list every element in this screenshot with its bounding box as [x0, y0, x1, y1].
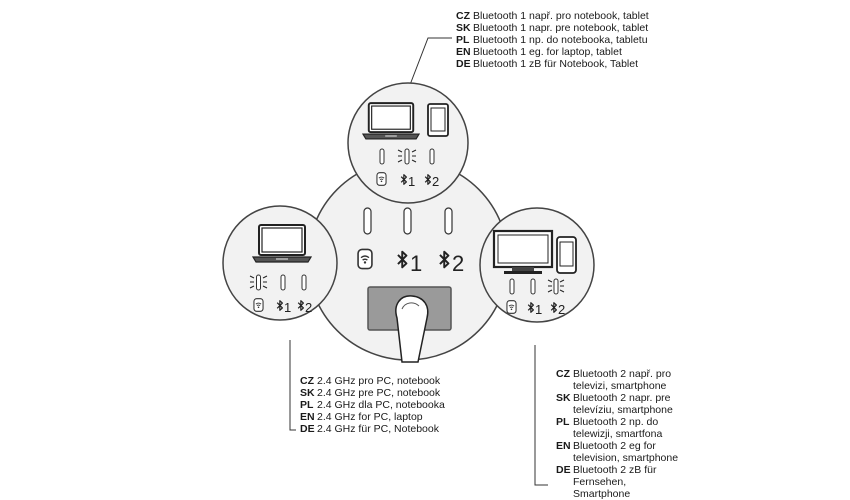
- lang-text: Bluetooth 2 eg for television, smartphon…: [573, 440, 679, 464]
- bt1-label: 1: [535, 302, 542, 317]
- blink-indicator: [547, 279, 565, 293]
- lang-code: DE: [556, 464, 571, 476]
- bt2-label: 2: [305, 300, 312, 315]
- device-circle-24ghz: 1 2: [222, 205, 338, 321]
- blink-indicator: [397, 149, 417, 163]
- device-circle-bt1: 1 2: [347, 82, 469, 204]
- monitor-icon: [492, 229, 554, 274]
- hub-bt2-label: 2: [452, 251, 464, 276]
- lang-code: PL: [300, 399, 314, 411]
- lang-text: Bluetooth 2 např. pro televizi, smartpho…: [573, 368, 672, 392]
- bt1-label: 1: [408, 174, 415, 189]
- laptop-icon: [362, 102, 420, 140]
- tablet-icon: [427, 103, 449, 137]
- lang-text: Bluetooth 2 np. do telewizji, smartfona: [573, 416, 663, 440]
- wireless-dongle-icon: [506, 300, 517, 314]
- lang-text: Bluetooth 2 napr. pre televíziu, smartph…: [573, 392, 673, 416]
- blink-indicator: [249, 275, 268, 289]
- smartphone-icon: [556, 236, 577, 274]
- lang-text: 2.4 GHz for PC, laptop: [317, 411, 423, 423]
- lang-text: 2.4 GHz dla PC, notebooka: [317, 399, 445, 411]
- callout-line-top: [407, 37, 452, 91]
- lang-code: EN: [556, 440, 571, 452]
- lang-text: 2.4 GHz pre PC, notebook: [317, 387, 441, 399]
- wireless-dongle-icon: [357, 248, 373, 270]
- lang-code: CZ: [300, 375, 314, 387]
- lang-code: SK: [456, 22, 471, 34]
- lang-code: PL: [456, 34, 470, 46]
- lang-text: Bluetooth 1 zB für Notebook, Tablet: [473, 58, 638, 70]
- lang-code: DE: [456, 58, 471, 70]
- lang-text: Bluetooth 1 např. pro notebook, tablet: [473, 10, 649, 22]
- callout-line-right: [534, 345, 548, 486]
- lang-text: Bluetooth 1 napr. pre notebook, tablet: [473, 22, 649, 34]
- wireless-dongle-icon: [376, 172, 387, 186]
- bt1-label: 1: [284, 300, 291, 315]
- bt2-label: 2: [558, 302, 565, 317]
- finger-icon: [395, 295, 429, 363]
- hub-bt1-label: 1: [410, 251, 422, 276]
- callout-line-left: [289, 340, 296, 431]
- callout-lines: [289, 37, 548, 486]
- lang-code: CZ: [556, 368, 570, 380]
- lang-code: EN: [300, 411, 315, 423]
- lang-text: 2.4 GHz pro PC, notebook: [317, 375, 441, 387]
- lang-code: CZ: [456, 10, 470, 22]
- wireless-dongle-icon: [253, 298, 264, 312]
- lang-text: Bluetooth 2 zB für Fernsehen, Smartphone: [573, 464, 657, 500]
- laptop-icon: [252, 224, 312, 263]
- lang-text: Bluetooth 1 np. do notebooka, tabletu: [473, 34, 648, 46]
- lang-text: Bluetooth 1 eg. for laptop, tablet: [473, 46, 622, 58]
- lang-text: 2.4 GHz für PC, Notebook: [317, 423, 439, 435]
- device-circle-bt2: 1 2: [479, 207, 595, 323]
- hub-indicators: 1 2: [357, 207, 464, 276]
- lang-code: DE: [300, 423, 315, 435]
- lang-code: EN: [456, 46, 471, 58]
- lang-code: SK: [556, 392, 571, 404]
- lang-code: PL: [556, 416, 570, 428]
- lang-code: SK: [300, 387, 315, 399]
- bt2-label: 2: [432, 174, 439, 189]
